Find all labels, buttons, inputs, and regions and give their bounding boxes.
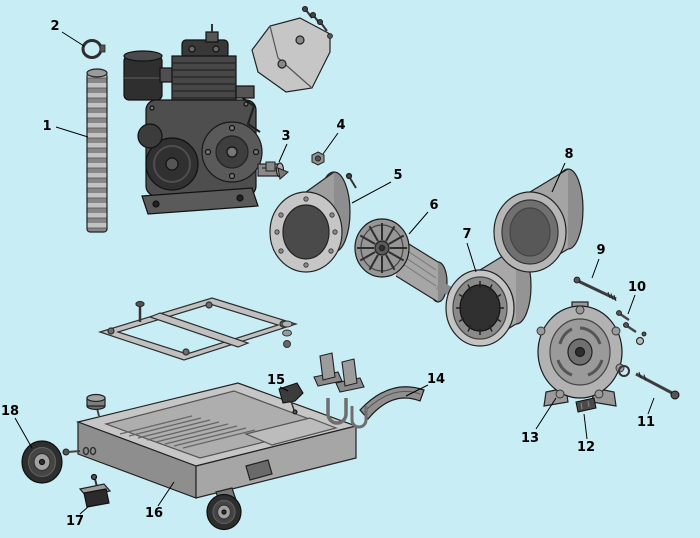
- callout-2: 2: [50, 19, 59, 34]
- part-through-bolt: [618, 365, 680, 400]
- leader-line-5: [351, 181, 392, 204]
- part-exhaust-flex-pipe: [86, 68, 108, 233]
- part-muffler-bracket: [251, 17, 331, 93]
- part-mount-bracket: [278, 382, 304, 415]
- callout-17: 17: [66, 514, 84, 529]
- leader-line-7: [466, 242, 477, 273]
- leader-line-17: [79, 505, 90, 515]
- part-upper-frame: [98, 297, 298, 361]
- part-stator-sleeve: [493, 168, 584, 273]
- part-bracket-screws: [301, 6, 333, 39]
- part-base-frame: [75, 382, 359, 499]
- callout-16: 16: [145, 506, 163, 521]
- leader-line-6: [408, 211, 429, 235]
- part-terminal-screws: [616, 310, 647, 346]
- part-adapter-housing: [269, 171, 357, 273]
- leader-line-1: [55, 126, 89, 138]
- part-stator: [445, 247, 532, 347]
- callout-13: 13: [521, 431, 539, 446]
- part-pipe-clamp-ring: [81, 39, 106, 59]
- leader-line-12: [583, 413, 588, 440]
- part-rubber-foot: [78, 473, 112, 508]
- part-u-bolts: [326, 398, 368, 429]
- leader-line-8: [551, 162, 566, 193]
- callout-12: 12: [577, 440, 595, 455]
- callout-7: 7: [462, 227, 471, 242]
- callout-4: 4: [336, 118, 345, 133]
- part-hex-fitting: [311, 151, 325, 166]
- part-wheel-front: [206, 487, 242, 531]
- callout-6: 6: [429, 198, 438, 213]
- callout-10: 10: [628, 280, 646, 295]
- leader-line-18: [14, 417, 33, 449]
- part-washer-stack: [281, 320, 293, 348]
- callout-11: 11: [637, 415, 655, 430]
- leader-line-16: [157, 481, 175, 507]
- callout-8: 8: [564, 147, 573, 162]
- part-long-stud-bolt: [573, 276, 617, 302]
- callout-3: 3: [281, 129, 290, 144]
- leader-line-13: [535, 397, 557, 430]
- callout-18: 18: [1, 404, 19, 419]
- leader-line-14: [405, 384, 429, 397]
- leader-lines: [14, 31, 655, 515]
- callout-9: 9: [596, 243, 605, 258]
- leader-line-15: [279, 386, 289, 392]
- part-end-bracket: [536, 301, 625, 407]
- part-engine: [123, 24, 285, 215]
- part-brush-holder: [575, 397, 597, 413]
- leader-line-2: [61, 31, 85, 47]
- part-axle-bolt: [62, 446, 97, 456]
- part-rotor-with-fan: [354, 218, 471, 303]
- leader-line-3: [278, 143, 288, 163]
- callout-labels: 1 2 3 4 5 6 7 8 9 10 11 12 13 14 15 16 1…: [1, 19, 655, 529]
- callout-15: 15: [267, 373, 285, 388]
- part-wheel-left: [21, 440, 63, 484]
- part-engine-mounts: [313, 352, 365, 393]
- leader-line-4: [322, 132, 339, 155]
- callout-1: 1: [42, 119, 51, 134]
- part-small-fittings: [265, 161, 289, 180]
- callout-5: 5: [393, 168, 402, 183]
- leader-line-9: [591, 258, 600, 279]
- leader-line-11: [647, 397, 655, 415]
- callout-14: 14: [427, 372, 445, 387]
- leader-line-10: [627, 294, 636, 315]
